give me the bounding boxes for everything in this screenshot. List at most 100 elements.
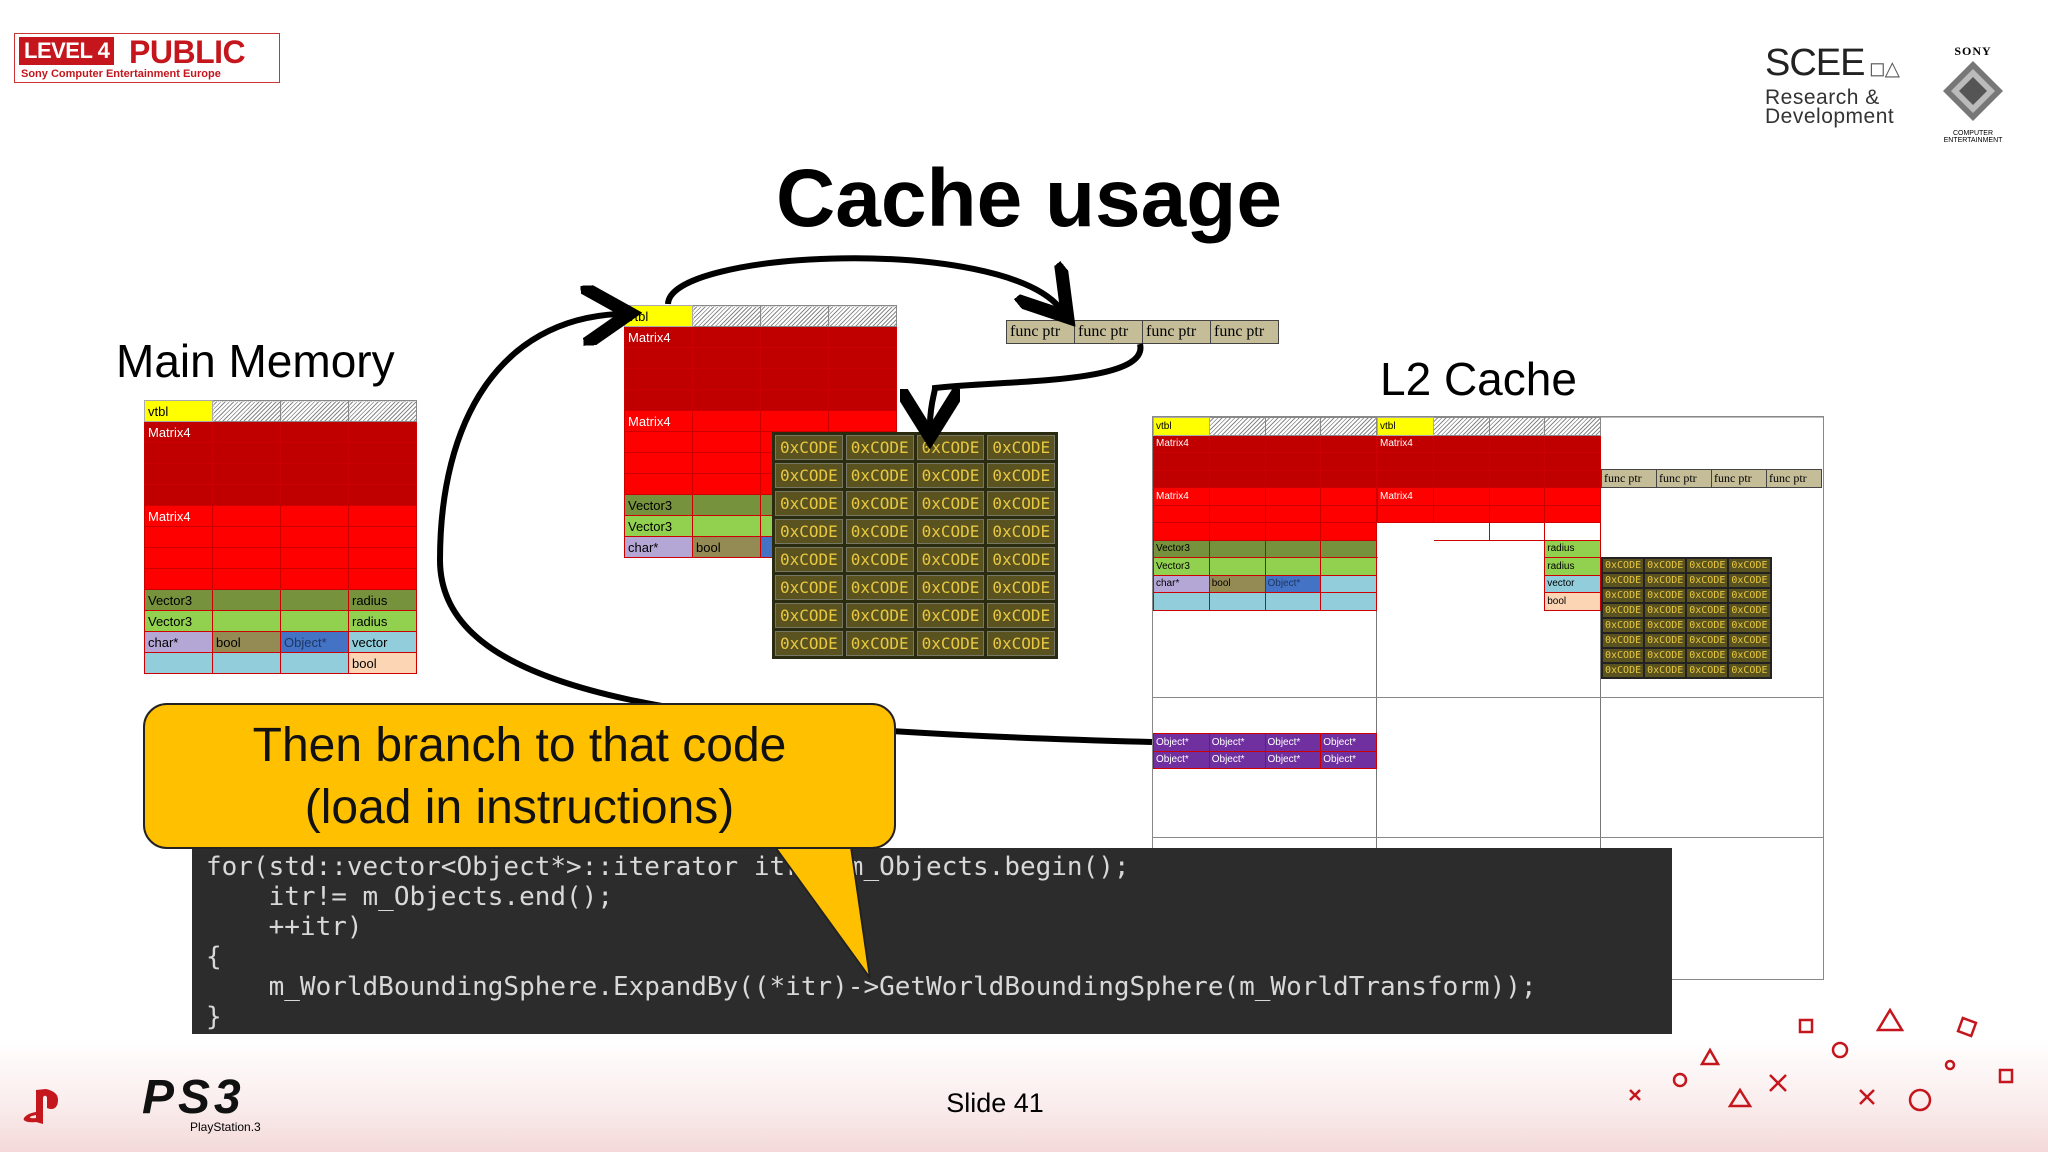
code-cell: 0xCODE: [1687, 634, 1728, 647]
code-cell: 0xCODE: [845, 463, 914, 488]
code-cell: 0xCODE: [916, 575, 985, 600]
decorative-symbols: [1629, 1007, 2014, 1112]
code-line: m_WorldBoundingSphere.ExpandBy((*itr)->G…: [206, 972, 1537, 1002]
sony-diamond-icon: [1943, 61, 2003, 121]
code-cell: 0xCODE: [1603, 634, 1644, 647]
code-cell: 0xCODE: [987, 463, 1056, 488]
code-line: itr!= m_Objects.end();: [206, 882, 613, 912]
callout-bubble: Then branch to that code (load in instru…: [143, 703, 896, 849]
code-cell: 0xCODE: [916, 603, 985, 628]
code-cell: 0xCODE: [1687, 574, 1728, 587]
code-cell: 0xCODE: [1603, 604, 1644, 617]
sony-subtext: COMPUTER ENTERTAINMENT: [1943, 130, 2003, 144]
code-cell: 0xCODE: [987, 491, 1056, 516]
code-cell: 0xCODE: [987, 519, 1056, 544]
code-cell: 0xCODE: [1729, 589, 1770, 602]
ps3-logo-text: PS3: [142, 1071, 245, 1124]
code-cell: 0xCODE: [1729, 559, 1770, 572]
code-cell: 0xCODE: [987, 435, 1056, 460]
code-cell: 0xCODE: [845, 491, 914, 516]
badge-level: LEVEL 4: [19, 37, 115, 65]
badge-subtitle: Sony Computer Entertainment Europe: [21, 68, 221, 80]
l2-object-2: vtbl Matrix4 Matrix4 radius radius vecto…: [1377, 417, 1601, 611]
code-cell: 0xCODE: [845, 575, 914, 600]
code-line: for(std::vector<Object*>::iterator itr =…: [206, 852, 1130, 882]
ps3-logo-subtext: PlayStation.3: [190, 1120, 261, 1134]
l2-object-ptrs: Object*Object*Object*Object* Object*Obje…: [1153, 733, 1377, 769]
code-cell: 0xCODE: [1687, 559, 1728, 572]
code-cell: 0xCODE: [845, 519, 914, 544]
code-cell: 0xCODE: [1645, 589, 1686, 602]
code-cell: 0xCODE: [916, 491, 985, 516]
code-cell: 0xCODE: [1603, 664, 1644, 677]
code-cell: 0xCODE: [775, 519, 843, 544]
code-cell: 0xCODE: [1729, 619, 1770, 632]
code-cell: 0xCODE: [987, 631, 1056, 656]
callout-line2: (load in instructions): [304, 781, 735, 834]
code-cell: 0xCODE: [845, 631, 914, 656]
scee-logo-text: SCEE: [1765, 42, 1865, 84]
code-cell: 0xCODE: [987, 575, 1056, 600]
code-cell: 0xCODE: [1645, 559, 1686, 572]
code-cell: 0xCODE: [1645, 649, 1686, 662]
code-cell: 0xCODE: [775, 631, 843, 656]
code-cell: 0xCODE: [1603, 559, 1644, 572]
code-cell: 0xCODE: [1729, 664, 1770, 677]
code-cell: 0xCODE: [1729, 574, 1770, 587]
code-cell: 0xCODE: [1645, 634, 1686, 647]
code-cell: 0xCODE: [775, 463, 843, 488]
code-cell: 0xCODE: [916, 631, 985, 656]
slide-number: Slide 41: [946, 1088, 1044, 1118]
code-cell: 0xCODE: [1603, 619, 1644, 632]
code-cell: 0xCODE: [1687, 664, 1728, 677]
code-cell: 0xCODE: [1729, 649, 1770, 662]
l2-cache-label: L2 Cache: [1380, 353, 1577, 405]
code-cell: 0xCODE: [1687, 589, 1728, 602]
code-cell: 0xCODE: [1729, 634, 1770, 647]
code-cell: 0xCODE: [1687, 649, 1728, 662]
code-cell: 0xCODE: [987, 547, 1056, 572]
ps3-logo: PS3 PlayStation.3: [142, 1071, 261, 1135]
code-cell: 0xCODE: [1603, 649, 1644, 662]
code-line: {: [206, 942, 222, 972]
scee-logo: SCEE ◻△ Research & Development: [1765, 42, 1925, 128]
code-line: ++itr): [206, 912, 363, 942]
scee-line1: Research &: [1765, 86, 1880, 109]
code-cell: 0xCODE: [775, 435, 843, 460]
code-cell: 0xCODE: [916, 547, 985, 572]
playstation-icon: [23, 1089, 58, 1124]
code-cell: 0xCODE: [775, 575, 843, 600]
code-cell: 0xCODE: [845, 547, 914, 572]
sony-logo: SONY COMPUTER ENTERTAINMENT: [1938, 44, 2008, 144]
code-cell: 0xCODE: [845, 603, 914, 628]
code-cell: 0xCODE: [1687, 604, 1728, 617]
footer-background: [0, 1040, 2048, 1152]
code-cell: 0xCODE: [775, 603, 843, 628]
code-cell: 0xCODE: [1645, 574, 1686, 587]
code-cell: 0xCODE: [916, 519, 985, 544]
callout-pointer: [770, 840, 871, 979]
code-cell: 0xCODE: [775, 491, 843, 516]
vtbl-to-funcptr-arrow: [665, 255, 1060, 308]
code-cell: 0xCODE: [1645, 619, 1686, 632]
code-text: for(std::vector<Object*>::iterator itr =…: [206, 852, 1658, 1032]
code-cell: 0xCODE: [1645, 664, 1686, 677]
funcptr-to-code-arrow: [930, 343, 1144, 425]
code-cell: 0xCODE: [1687, 619, 1728, 632]
code-cell: 0xCODE: [1729, 604, 1770, 617]
code-cell: 0xCODE: [1603, 589, 1644, 602]
main-memory-label: Main Memory: [116, 335, 395, 387]
code-cell: 0xCODE: [1603, 574, 1644, 587]
level4-public-badge: LEVEL 4 PUBLIC Sony Computer Entertainme…: [14, 33, 280, 83]
code-cell: 0xCODE: [775, 547, 843, 572]
code-line: }: [206, 1002, 222, 1032]
badge-public: PUBLIC: [129, 34, 246, 70]
callout-line1: Then branch to that code: [252, 719, 787, 772]
scee-line2: Development: [1765, 105, 1895, 128]
